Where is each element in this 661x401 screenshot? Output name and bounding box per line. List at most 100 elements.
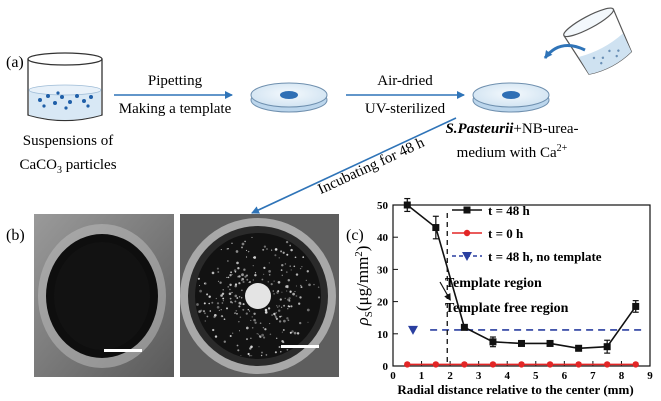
speckle	[242, 308, 245, 311]
speckle	[238, 282, 241, 285]
speckle	[250, 337, 252, 339]
speckle	[241, 242, 245, 246]
speckle	[242, 303, 245, 306]
speckle	[247, 250, 250, 253]
medium-caption-line2: medium with Ca2+	[457, 143, 568, 161]
speckle	[261, 333, 264, 337]
x-tick-label: 7	[590, 370, 596, 382]
speckle	[287, 279, 291, 282]
speckle	[317, 296, 321, 299]
speckle	[223, 318, 226, 321]
speckle	[299, 321, 302, 325]
x-axis-label: Radial distance relative to the center (…	[397, 382, 633, 397]
speckle	[286, 253, 289, 256]
y-tick-label: 50	[377, 200, 389, 212]
speckle	[245, 256, 248, 258]
speckle	[277, 306, 279, 308]
speckle	[236, 261, 239, 265]
speckle	[221, 302, 224, 304]
data-point-0h	[518, 361, 525, 368]
speckle	[213, 315, 216, 319]
speckle	[246, 338, 248, 341]
speckle	[226, 248, 228, 250]
speckle	[257, 333, 260, 335]
speckle	[295, 295, 298, 297]
speckle	[253, 256, 257, 259]
x-tick-label: 9	[647, 370, 653, 382]
speckle	[244, 240, 246, 243]
medium-caption-line1: S.Pasteurii+NB-urea-	[445, 121, 578, 137]
speckle	[305, 279, 307, 281]
y-tick-label: 0	[383, 361, 389, 373]
speckle	[273, 312, 276, 316]
speckle	[238, 330, 241, 332]
speckle	[264, 311, 268, 314]
speckle	[227, 276, 230, 279]
speckle	[274, 248, 278, 251]
x-tick-label: 3	[476, 370, 482, 382]
speckle	[252, 265, 254, 267]
speckle	[241, 289, 243, 292]
speckle	[234, 312, 236, 314]
speckle	[222, 300, 224, 302]
speckle	[275, 312, 277, 314]
x-tick-label: 8	[619, 370, 625, 382]
speckle	[241, 273, 244, 277]
speckle	[247, 352, 250, 356]
speckle	[278, 305, 280, 307]
speckle	[204, 320, 206, 322]
speckle	[196, 303, 199, 306]
speckle	[262, 273, 265, 276]
speckle	[313, 283, 315, 286]
speckle	[271, 249, 273, 251]
speckle	[238, 275, 241, 278]
speckle	[229, 283, 232, 287]
speckle	[284, 263, 287, 265]
speckle	[241, 297, 243, 299]
data-point-48h	[518, 339, 525, 347]
speckle	[287, 319, 290, 322]
speckle	[198, 310, 201, 313]
speckle	[216, 302, 220, 305]
incubate-label: Incubating for 48 h	[316, 135, 428, 198]
speckle	[227, 247, 229, 250]
speckle	[199, 289, 202, 293]
annotation-arrow	[439, 281, 451, 301]
pour-arrow	[543, 44, 586, 59]
y-tick-label: 10	[377, 329, 389, 341]
step1-bottom-label: Making a template	[119, 101, 232, 117]
speckle	[212, 328, 215, 332]
speckle	[216, 267, 219, 270]
speckle	[211, 301, 214, 304]
beaker-caption-line2: CaCO3 particles	[19, 157, 116, 176]
particle-dots	[38, 91, 93, 110]
speckle	[209, 310, 212, 312]
panel-label-c: (c)	[346, 227, 364, 244]
y-axis-label: ρS(μg/mm2)	[353, 246, 375, 327]
speckle	[282, 251, 285, 254]
speckle	[253, 318, 256, 322]
speckle	[273, 280, 275, 282]
speckle	[274, 351, 277, 354]
speckle	[197, 277, 200, 280]
speckle	[245, 312, 248, 315]
speckle	[280, 306, 283, 308]
step1-top-label: Pipetting	[148, 73, 203, 89]
speckle	[260, 354, 263, 357]
speckle	[274, 314, 277, 317]
step2-top-label: Air-dried	[377, 73, 433, 89]
speckle	[230, 271, 233, 274]
speckle	[275, 317, 278, 320]
speckle	[215, 297, 217, 300]
speckle	[206, 293, 209, 296]
speckle	[227, 286, 229, 288]
speckle	[289, 244, 292, 247]
speckle	[202, 310, 206, 313]
x-tick-label: 1	[419, 370, 425, 382]
speckle	[288, 299, 291, 302]
y-tick-label: 20	[377, 297, 389, 309]
speckle	[279, 298, 282, 301]
data-point-0h	[461, 361, 468, 368]
speckle	[217, 280, 220, 283]
speckle	[252, 279, 254, 281]
